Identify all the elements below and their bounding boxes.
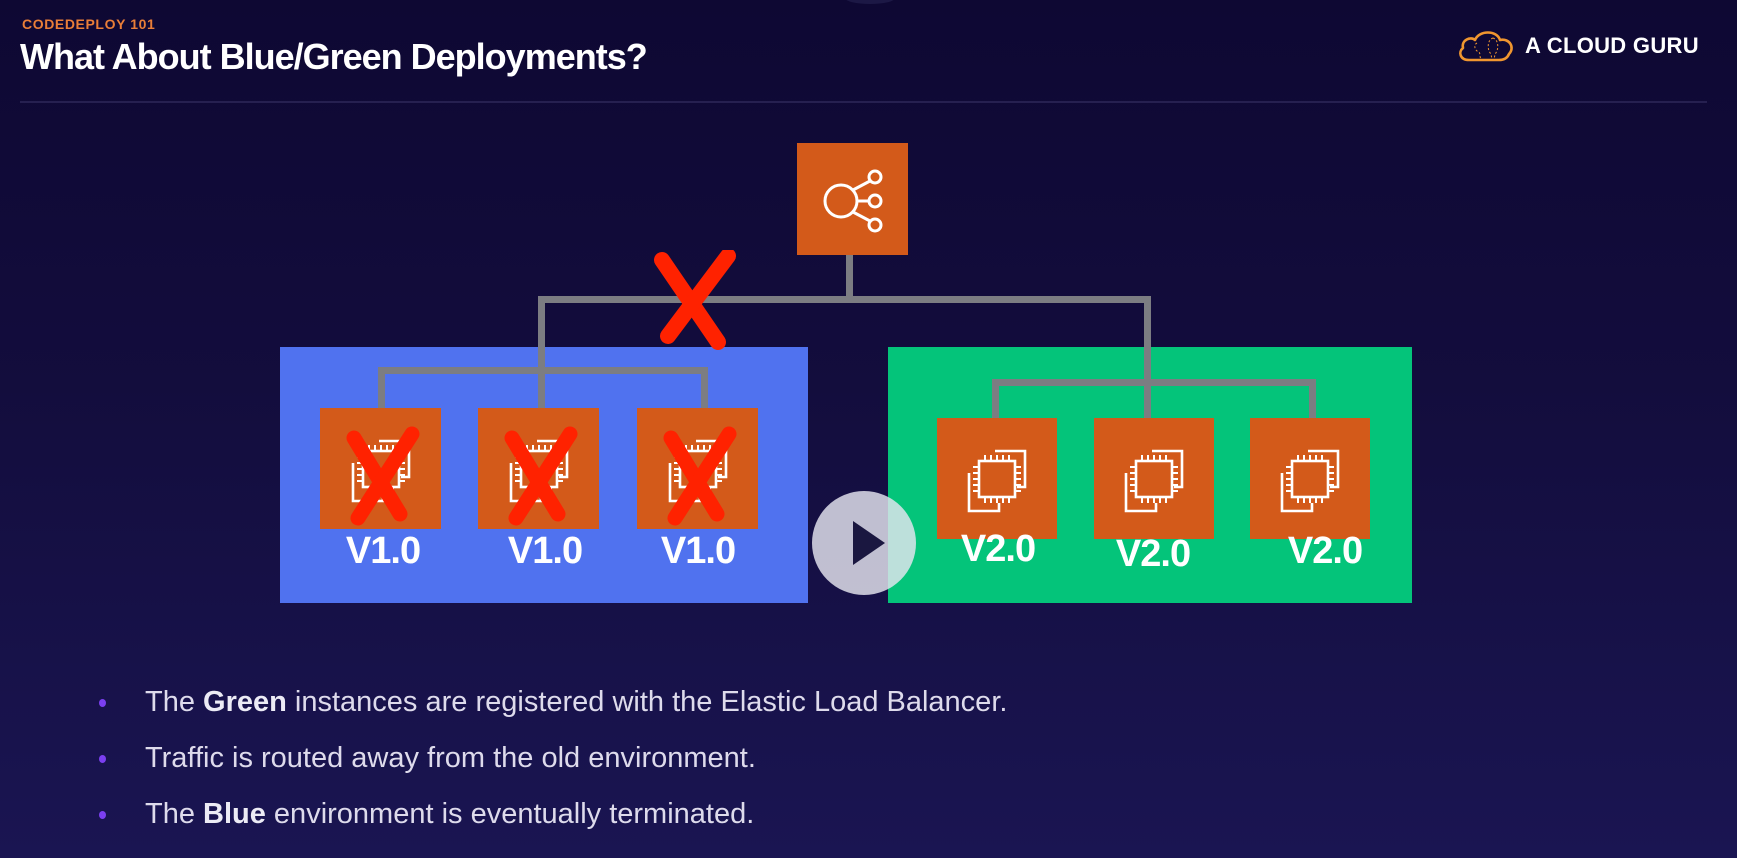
- cloud-logo-icon: [1459, 31, 1513, 62]
- elastic-load-balancer-icon: [823, 169, 882, 233]
- version-label: V1.0: [507, 530, 583, 572]
- blue-inner-drop-3: [701, 367, 708, 408]
- version-label: V1.0: [660, 530, 736, 572]
- slide-title: What About Blue/Green Deployments?: [20, 36, 648, 77]
- main-bus-connector: [538, 296, 1151, 303]
- blue-instance: [478, 408, 599, 529]
- bullet-dot: [99, 755, 106, 763]
- green-drop-connector: [1144, 296, 1151, 418]
- version-label: V1.0: [345, 530, 421, 572]
- bullet-dot: [99, 699, 106, 707]
- top-handle: [845, 0, 895, 4]
- ec2-instances-icon: [668, 439, 727, 502]
- play-button[interactable]: [812, 491, 916, 595]
- ec2-instances-icon: [967, 449, 1027, 512]
- version-label: V2.0: [1115, 533, 1191, 575]
- ec2-instances-icon: [509, 439, 568, 502]
- ec2-instances-icon: [351, 439, 410, 502]
- brand-name: A CLOUD GURU: [1525, 33, 1699, 58]
- bullet-item: The Green instances are registered with …: [96, 684, 1007, 740]
- green-instance: [937, 418, 1057, 539]
- blue-inner-drop-1: [378, 367, 385, 408]
- green-inner-drop-3: [1309, 379, 1316, 418]
- play-icon: [853, 521, 885, 565]
- bullet-list: The Green instances are registered with …: [96, 684, 1007, 852]
- load-balancer: [797, 143, 908, 255]
- blue-instance: [637, 408, 758, 529]
- section-eyebrow: CODEDEPLOY 101: [22, 16, 156, 32]
- green-instance: [1094, 418, 1214, 539]
- blue-inner-drop-2: [538, 367, 545, 408]
- ec2-instances-icon: [1124, 449, 1184, 512]
- bullet-dot: [99, 811, 106, 819]
- green-instance: [1250, 418, 1370, 539]
- brand-logo: A CLOUD GURU: [1455, 28, 1699, 64]
- blue-drop-connector: [538, 296, 545, 408]
- header-divider: [20, 101, 1707, 103]
- elb-stem-connector: [846, 255, 853, 303]
- ec2-instances-icon: [1280, 449, 1340, 512]
- green-inner-drop-2: [1144, 379, 1151, 418]
- blue-instance: [320, 408, 441, 529]
- green-inner-drop-1: [992, 379, 999, 418]
- bullet-item: Traffic is routed away from the old envi…: [96, 740, 1007, 796]
- version-label: V2.0: [960, 528, 1036, 570]
- green-inner-bus: [992, 379, 1316, 386]
- bullet-item: The Blue environment is eventually termi…: [96, 796, 1007, 852]
- version-label: V2.0: [1287, 530, 1363, 572]
